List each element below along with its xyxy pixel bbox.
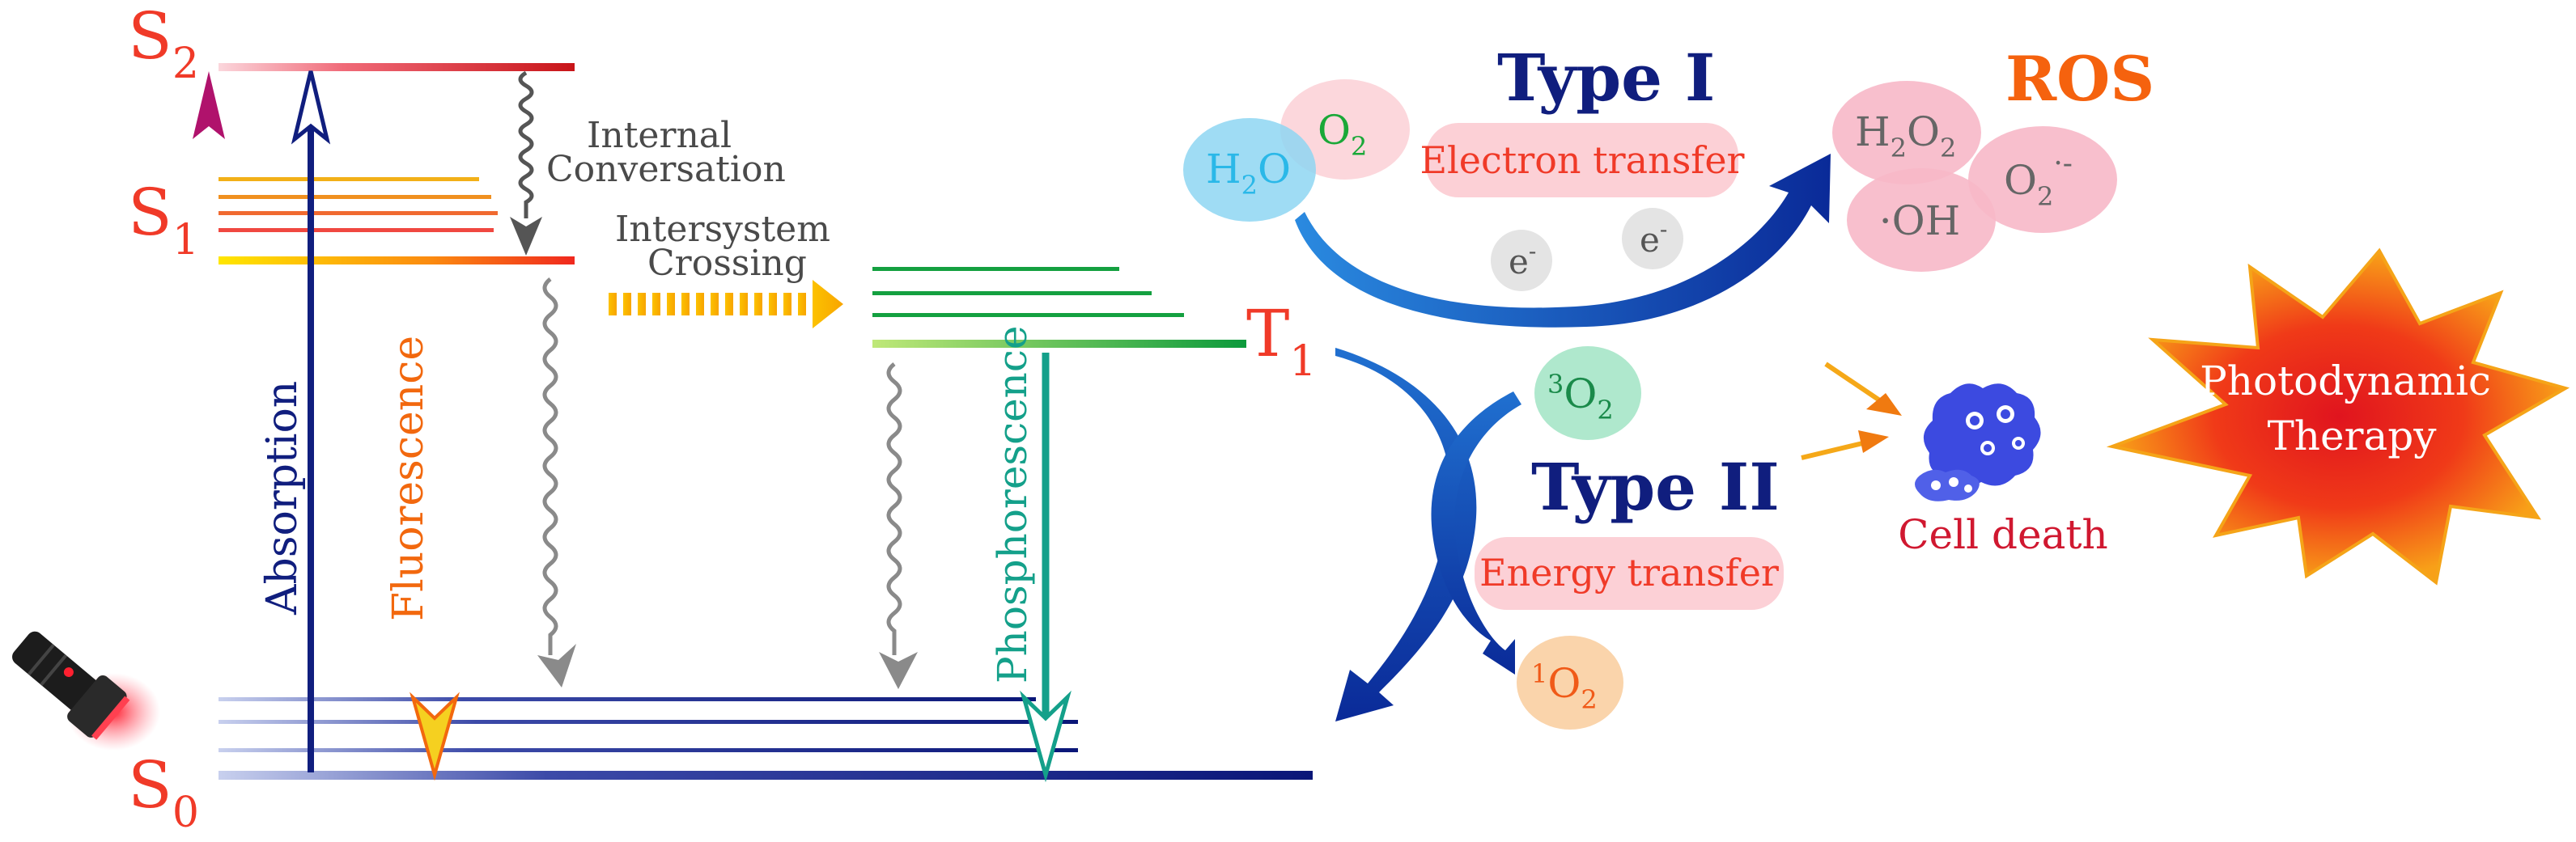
triplet-o2-bubble xyxy=(1534,346,1641,440)
s0-sublevel xyxy=(219,720,1078,724)
cell-attack-arrowhead xyxy=(1858,430,1889,453)
cell-death-group: Cell death xyxy=(1801,362,2108,558)
ros-title: ROS xyxy=(2005,43,2154,115)
s1-level xyxy=(219,256,575,264)
absorption-label: Absorption xyxy=(258,381,307,616)
energy-levels xyxy=(219,63,1313,780)
electron-transfer-box xyxy=(1426,123,1738,197)
nonradiative-decay-t1-wavy-arrow xyxy=(886,362,902,655)
superoxide-label: O2·- xyxy=(2004,147,2073,212)
o2-label: O2 xyxy=(1318,107,1367,162)
s2-label: S2 xyxy=(128,0,199,88)
s1-sublevel xyxy=(219,228,494,232)
hydroxyl-label: ·OH xyxy=(1879,197,1961,244)
t1-label: T1 xyxy=(1246,296,1316,386)
nonradiative-decay-t1-arrowhead xyxy=(879,652,918,689)
electron-transfer-label: Electron transfer xyxy=(1420,138,1744,182)
flashlight-icon xyxy=(12,631,160,751)
intersystem-crossing-group: Intersystem Crossing xyxy=(609,209,843,328)
t1-sublevel xyxy=(872,267,1119,271)
internal-conversion-group: Internal Conversation xyxy=(510,70,786,256)
internal-conversion-arrowhead xyxy=(510,217,542,256)
absorption-arrows: Absorption xyxy=(193,70,331,772)
electron-bubble xyxy=(1491,230,1552,291)
intersystem-crossing-dashed-arrow xyxy=(609,280,843,328)
s1-sublevel xyxy=(219,211,498,215)
damaged-cell-icon xyxy=(1915,383,2041,501)
type-i-title: Type I xyxy=(1497,40,1715,116)
cell-death-label: Cell death xyxy=(1898,511,2107,558)
cell-attack-arrowhead xyxy=(1866,393,1902,416)
hydroxyl-bubble xyxy=(1847,168,1996,272)
type-ii-curved-arrow-down xyxy=(1335,348,1477,721)
phosphorescence-group: Phosphorescence xyxy=(989,326,1072,783)
s1-label: S1 xyxy=(128,175,199,264)
photodynamic-therapy-starburst: Photodynamic Therapy xyxy=(2106,248,2570,586)
t1-level xyxy=(872,340,1246,348)
fluorescence-label: Fluorescence xyxy=(384,336,433,621)
t1-sublevel xyxy=(872,291,1152,295)
type-ii-curved-arrow-split xyxy=(1431,391,1521,675)
internal-conversion-wavy-arrow xyxy=(518,70,534,218)
triplet-o2-label: 3O2 xyxy=(1547,369,1614,425)
intersystem-crossing-label: Intersystem Crossing xyxy=(615,209,842,284)
energy-transfer-box xyxy=(1475,537,1784,610)
superoxide-bubble xyxy=(1968,126,2117,233)
singlet-o2-label: 1O2 xyxy=(1531,658,1598,715)
photodynamic-therapy-label: Photodynamic Therapy xyxy=(2200,358,2504,459)
cell-attack-arrow xyxy=(1824,362,1887,407)
t1-sublevel xyxy=(872,313,1184,317)
s1-sublevel xyxy=(219,177,479,181)
h2o2-bubble xyxy=(1832,81,1981,184)
energy-transfer-label: Energy transfer xyxy=(1479,551,1779,594)
electron-label: e- xyxy=(1509,238,1536,281)
s0-level xyxy=(219,771,1313,780)
nonradiative-decay-s1-arrowhead xyxy=(537,644,576,688)
h2o-bubble xyxy=(1183,118,1316,222)
absorption-arrowhead-s2-navy xyxy=(291,70,331,145)
fluorescence-group: Fluorescence xyxy=(384,267,460,781)
internal-conversion-label: Internal Conversation xyxy=(546,115,786,190)
s2-level xyxy=(219,63,575,71)
nonradiative-decay-s1-wavy-arrow xyxy=(542,277,558,655)
s0-label: S0 xyxy=(128,747,199,837)
type-i-curved-arrow xyxy=(1295,154,1831,328)
type-i-group: Type I Electron transfer O2 H2O e- e- xyxy=(1183,40,1831,328)
singlet-o2-bubble xyxy=(1517,636,1623,730)
type-ii-title: Type II xyxy=(1531,449,1780,525)
ros-group: ROS H2O2 ·OH O2·- xyxy=(1832,43,2154,272)
h2o2-label: H2O2 xyxy=(1855,108,1956,163)
cell-attack-arrow xyxy=(1801,439,1870,460)
h2o-label: H2O xyxy=(1206,146,1291,201)
starburst-shape xyxy=(2106,248,2570,586)
s0-sublevel xyxy=(219,697,1036,701)
phosphorescence-arrowhead xyxy=(1020,690,1072,783)
phosphorescence-label: Phosphorescence xyxy=(989,326,1036,683)
s0-sublevel xyxy=(219,748,1078,752)
electron-label: e- xyxy=(1640,216,1667,260)
absorption-arrowhead-s2 xyxy=(193,71,225,139)
type-ii-group: 3O2 Type II Energy transfer 1O2 xyxy=(1335,346,1784,730)
electron-bubble xyxy=(1622,208,1683,269)
s1-sublevel xyxy=(219,195,491,199)
fluorescence-arrowhead xyxy=(410,692,460,781)
